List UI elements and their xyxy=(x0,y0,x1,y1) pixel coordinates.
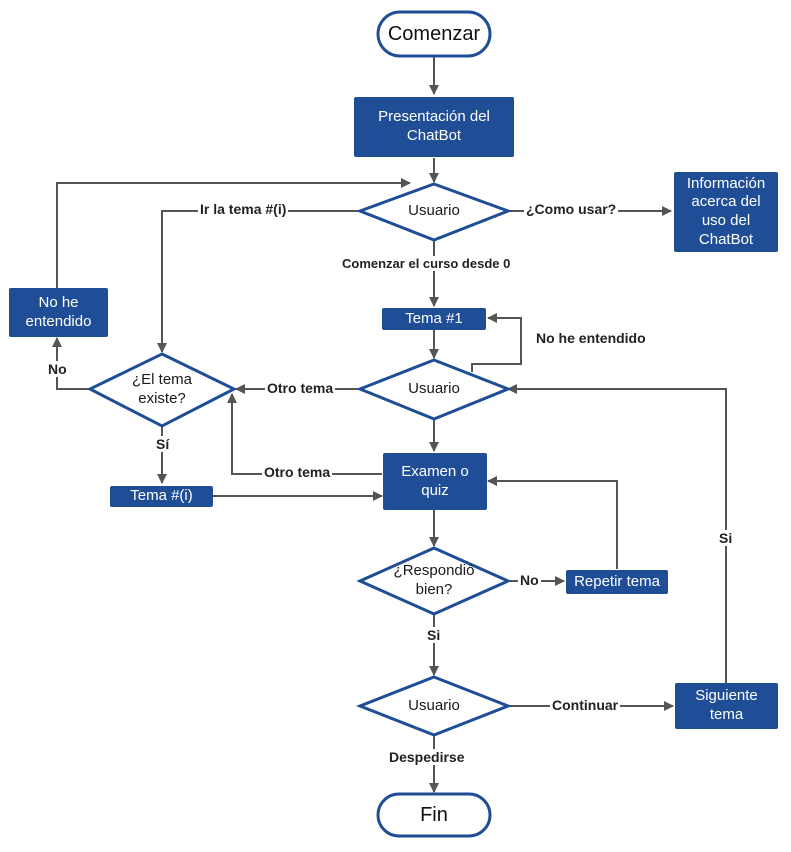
decision-user3: Usuario xyxy=(408,696,460,714)
end-terminator xyxy=(376,792,492,838)
edge-label-not-understood: No he entendido xyxy=(534,330,648,346)
start-node: Comenzar xyxy=(387,22,481,45)
tema-i-box: Tema #(i) xyxy=(110,486,213,507)
connectors xyxy=(52,57,727,793)
decision-user3-shape xyxy=(355,675,513,737)
edge-label-go-to-topic: Ir la tema #(i) xyxy=(198,201,289,217)
decision-user1-shape xyxy=(355,182,513,242)
decision-user2-shape xyxy=(355,358,513,421)
next-topic-box: Siguiente tema xyxy=(675,683,778,729)
info-box: Información acerca del uso del ChatBot xyxy=(674,172,778,252)
edge-next-user2 xyxy=(507,384,727,683)
intro-box: Presentación del ChatBot xyxy=(354,97,514,157)
tema1-box: Tema #1 xyxy=(382,308,486,330)
edge-user2-tema1-loop xyxy=(471,313,522,372)
edge-label-how-to-use: ¿Como usar? xyxy=(524,201,619,217)
decision-answered-well: ¿Respondió bien? xyxy=(393,562,475,598)
not-understood-box: No he entendido xyxy=(9,288,108,337)
edge-label-other-topic-2: Otro tema xyxy=(262,464,333,480)
decision-user1: Usuario xyxy=(408,201,460,219)
edge-label-yes-2: Si xyxy=(425,627,443,643)
exam-box: Examen o quiz xyxy=(383,453,487,510)
edge-label-continue: Continuar xyxy=(550,697,621,713)
edge-exists-notunderstood xyxy=(52,337,90,390)
edge-label-start-course: Comenzar el curso desde 0 xyxy=(340,256,513,271)
edge-exam-exists xyxy=(227,393,382,475)
edge-repeat-exam xyxy=(487,476,618,569)
end-node: Fin xyxy=(420,803,448,826)
edge-label-other-topic-1: Otro tema xyxy=(265,380,336,396)
edge-label-yes-3: Si xyxy=(717,530,735,546)
decision-exists-shape xyxy=(86,352,238,428)
decision-answered-shape xyxy=(356,546,512,616)
edge-notunderstood-user1 xyxy=(56,178,411,288)
decision-user2: Usuario xyxy=(408,379,460,397)
start-terminator xyxy=(376,10,492,58)
edge-label-goodbye: Despedirse xyxy=(387,749,467,765)
decision-topic-exists: ¿El tema existe? xyxy=(131,371,192,407)
repeat-box: Repetir tema xyxy=(566,570,668,594)
edge-label-no-1: No xyxy=(46,361,69,377)
edge-user1-exists xyxy=(157,210,360,353)
edge-label-yes-1: Sí xyxy=(154,436,172,452)
edge-label-no-2: No xyxy=(518,572,541,588)
